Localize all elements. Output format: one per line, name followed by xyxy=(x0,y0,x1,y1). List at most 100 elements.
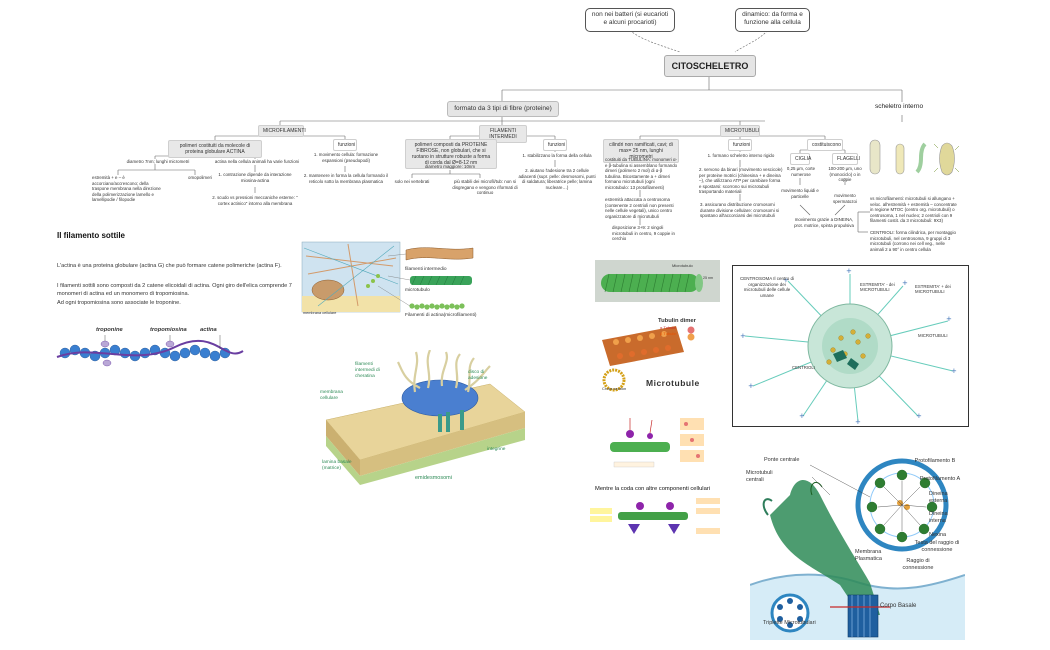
fig-label-disco-adesione: disco di adesione xyxy=(468,370,488,381)
top-box-dynamic-text: dinamico: da forma e funzione alla cellu… xyxy=(742,11,803,26)
fig-label-membrana: membrana cellulare xyxy=(303,311,337,315)
flagelli-description: 100-200 µm, uno (monociclo) o in coppie xyxy=(828,166,862,182)
fig-label-protofilamento-a: Protofilamento A xyxy=(919,476,961,482)
svg-text:+: + xyxy=(748,382,754,390)
svg-text:+: + xyxy=(740,332,746,340)
mf-funzione-1: 1. movimento cellula: formazione espansi… xyxy=(313,152,379,163)
ciglia-label: CIGLIA xyxy=(790,153,811,165)
svg-text:+: + xyxy=(799,412,805,420)
fig-motor-caption: Mentre la coda con altre componenti cell… xyxy=(595,486,711,492)
mf-contrazione: 1. contrazione dipende da interazione mi… xyxy=(218,172,292,183)
top-box-eukaryotes-text: non nei batteri (si eucarioti e alcuni p… xyxy=(591,11,669,26)
fig-label-beta-tubulin: β Tubulin xyxy=(660,331,677,336)
label-tropomiosina: tropomiosina xyxy=(150,327,187,333)
fig-label-cross-section: Cross section xyxy=(602,386,627,391)
microtubuli-label: MICROTUBULI xyxy=(720,125,760,137)
fig-label-emidesmosomi: emidesmosomi xyxy=(415,475,452,481)
fig-label-tubulin-dimer: Tubulin dimer xyxy=(658,318,696,324)
motor-protein-illustration xyxy=(610,418,704,468)
scheletro-desc-2: CENTRIOLI: forma cilindrica, per montagg… xyxy=(870,230,956,252)
fi-diametro: diametro maggiore: 10nm xyxy=(424,164,476,169)
fig-label-centrioli: CENTRIOLI xyxy=(792,365,815,370)
mf-description: polimeri costituiti da molecole di prote… xyxy=(168,140,262,158)
fig-label-testa-raggio: Testa del raggio di connessione xyxy=(914,540,960,553)
scheletro-desc-1: vs microfilamenti: microtubuli si allung… xyxy=(870,196,957,223)
mt-funzione-3: 3. assicurano distribuzione cromosomi du… xyxy=(700,202,780,218)
filamento-sottile-title: Il filamento sottile xyxy=(57,231,126,240)
fi-funzione-2: 2. aiutano l'adesione tra 2 cellule adia… xyxy=(518,168,596,190)
fi-vertebrati: solo nei vertebrati xyxy=(394,179,430,184)
cell-shapes-illustration xyxy=(869,139,960,176)
fig-label-corpo-basale: Corpo Basale xyxy=(880,603,917,609)
ciglia-movimento: movimento liquidi e particelle xyxy=(781,188,819,199)
svg-text:+: + xyxy=(855,418,861,426)
fig-label-membrana-cellulare: membrana cellulare xyxy=(320,390,343,401)
fig-label-membrana-plasmatica: Membrana Plasmatica xyxy=(855,549,882,562)
actin-filament-illustration xyxy=(56,335,244,367)
fig-label-estremita-piu: ESTREMITA' + dei MICROTUBULI xyxy=(915,284,951,295)
svg-text:+: + xyxy=(951,367,957,375)
filamento-p2: I filamenti sottili sono composti da 2 c… xyxy=(57,283,292,297)
fig-label-raggio-connessione: Raggio di connessione xyxy=(902,558,934,571)
fig-label-dineina-interna: Dineina interna xyxy=(929,511,948,524)
fi-description: polimeri composti da PROTEINE FIBROSE, n… xyxy=(405,139,497,169)
mt-funzioni-label: funzioni xyxy=(728,139,752,151)
main-title: CITOSCHELETRO xyxy=(664,55,756,77)
fig-label-microtubulo-tube: Microtubulo xyxy=(672,263,693,268)
ciglia-description: 0,25 µm, corte numerose xyxy=(786,166,816,177)
top-box-eukaryotes: non nei batteri (si eucarioti e alcuni p… xyxy=(585,8,675,32)
mt-tubulina: costituiti da TUBULINA: monomeri α- e β-… xyxy=(605,157,678,190)
fig-label-microtubulo: microtubulo xyxy=(405,288,430,293)
label-actina: actina xyxy=(200,327,217,333)
mt-description: cilindri non ramificati, cavi; di max= 2… xyxy=(603,139,679,163)
filamento-p3: Ad ogni tropomiosina sono associate le t… xyxy=(57,300,181,306)
filamenti-intermedi-label: FILAMENTI INTERMEDI xyxy=(479,125,527,143)
fig-label-integrine: integrine xyxy=(487,447,506,452)
centrosome-illustration: + + + + + + + + + + xyxy=(740,267,957,426)
fig-label-centrosoma: CENTROSOMA Il centro di organizzazione d… xyxy=(739,276,794,298)
fig-label-alpha-tubulin: α Tubulin xyxy=(660,325,677,330)
mf-funzioni-label: funzioni xyxy=(333,139,357,151)
dineina-movimento: movimento grazie a DINEINA, prot. motric… xyxy=(794,217,854,228)
svg-text:+: + xyxy=(916,412,922,420)
svg-text:+: + xyxy=(946,315,952,323)
cytoskeleton-fibers-illustration xyxy=(301,241,474,313)
fig-label-microtubuli: MICROTUBULI xyxy=(918,333,948,338)
cilium-structure-illustration xyxy=(750,458,965,640)
mt-funzione-2: 2. servono da binari (movimento vescicol… xyxy=(699,167,783,194)
mf-funzione-2: 2. mantenere in forma la cellula formand… xyxy=(303,173,389,184)
hemidesmosome-illustration xyxy=(325,350,526,485)
flagelli-movimento: movimento spermatozoi xyxy=(833,193,857,204)
microtubule-tube-illustration xyxy=(595,260,720,302)
fig-label-protofilamento-b: Protofilamento B xyxy=(914,458,956,464)
fig-label-microtubuli-centrali: Microtubuli centrali xyxy=(746,470,773,483)
fi-funzioni-label: funzioni xyxy=(543,139,567,151)
fig-label-microtubule: Microtubule xyxy=(646,378,700,388)
fig-label-lamina-basale: lamina basale (matrice) xyxy=(322,460,352,471)
mf-actina-funzioni: actina nella cellula animali ha varie fu… xyxy=(214,159,300,164)
centrosome-figure-frame: + + + + + + + + + + xyxy=(732,265,969,427)
mf-omopolimeri: omopolimeri xyxy=(188,175,212,180)
svg-text:+: + xyxy=(846,267,852,275)
fig-label-ponte-centrale: Ponte centrale xyxy=(764,457,800,463)
fig-label-filamenti-intermedio: filamenti intermedio xyxy=(405,267,447,272)
mf-diametro: diametro 7nm; lunghi micrometri xyxy=(126,159,190,164)
microfilamenti-label: MICROFILAMENTI xyxy=(258,125,306,137)
types-box: formato da 3 tipi di fibre (proteine) xyxy=(447,101,559,117)
mt-costituiscono-label: costituiscono xyxy=(807,139,843,151)
fi-funzione-1: 1. stabilizzano la forma della cellula xyxy=(522,153,592,158)
svg-text:+: + xyxy=(902,279,908,287)
fi-stabili: più stabili dei microfil/tub: non si dis… xyxy=(452,179,518,195)
mt-funzione-1: 1. formano scheletro interno rigido xyxy=(707,153,775,158)
fig-label-dineina-esterna: Dineina esterna xyxy=(929,491,948,504)
tubulin-dimer-illustration xyxy=(602,326,695,392)
label-troponine: troponine xyxy=(96,327,123,333)
filamento-p1: L'actina è una proteina globulare (actin… xyxy=(57,263,282,269)
fig-label-actina: Filamenti di actina(microfilamenti) xyxy=(405,313,477,318)
kinesin-dynein-illustration xyxy=(590,498,720,534)
svg-text:+: + xyxy=(783,276,789,284)
flagelli-label: FLAGELLI xyxy=(832,153,860,165)
fig-label-25nm: 25 nm xyxy=(703,276,713,280)
fig-label-estremita-meno: ESTREMITA' - dei MICROTUBULI xyxy=(860,282,895,293)
fig-label-triplette: Triplette Microtubulari xyxy=(763,620,816,626)
